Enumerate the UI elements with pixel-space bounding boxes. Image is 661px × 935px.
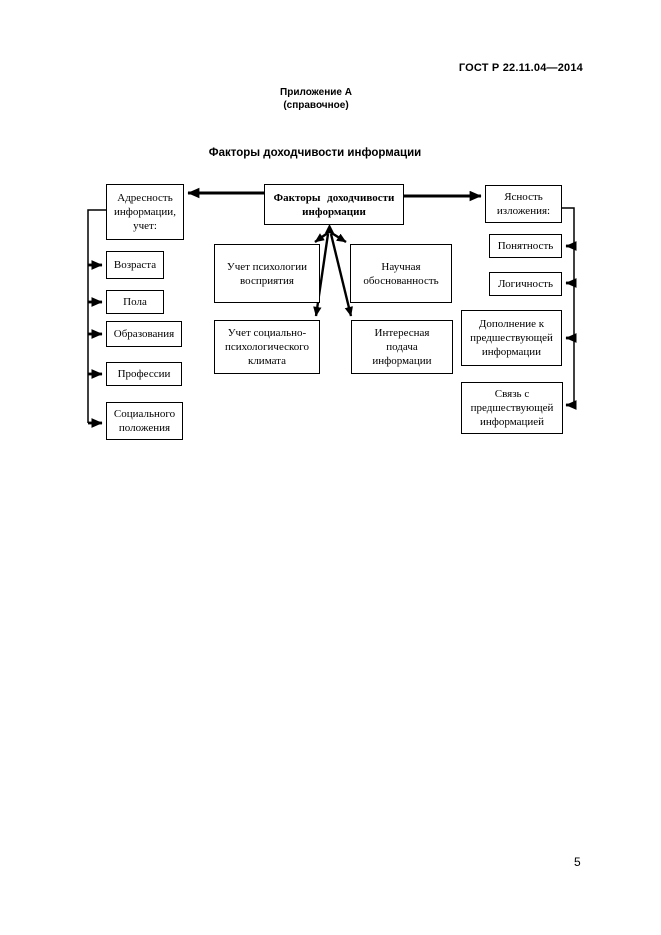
box-logicality: Логичность [489,272,562,296]
box-psychology-of-perception: Учет психологии восприятия [214,244,320,303]
box-gender: Пола [106,290,164,314]
appendix-title: Приложение А [280,87,352,98]
factors-diagram: Факторы доходчивости информации Адреснос… [85,175,585,455]
box-addressing-header: Адресность информации, учет: [106,184,184,240]
diagram-connector-arrows [87,187,577,428]
box-social-status: Социального положения [106,402,183,440]
box-central-factors: Факторы доходчивости информации [264,184,404,225]
box-supplement-to-previous: Дополнение к предшествующей информации [461,310,562,366]
appendix-subtitle: (справочное) [283,100,349,111]
box-clarity-header: Ясность изложения: [485,185,562,223]
box-socio-psychological-climate: Учет социально- психологического климата [214,320,320,374]
page-number: 5 [574,855,581,869]
diagram-title: Факторы доходчивости информации [208,147,422,159]
box-interesting-presentation: Интересная подача информации [351,320,453,374]
box-education: Образования [106,321,182,347]
appendix-heading: Приложение А (справочное) [216,86,416,112]
box-scientific-validity: Научная обоснованность [350,244,452,303]
box-link-to-previous: Связь с предшествующей информацией [461,382,563,434]
box-understandability: Понятность [489,234,562,258]
box-age: Возраста [106,251,164,279]
box-profession: Профессии [106,362,182,386]
standard-number-header: ГОСТ Р 22.11.04—2014 [458,62,583,74]
